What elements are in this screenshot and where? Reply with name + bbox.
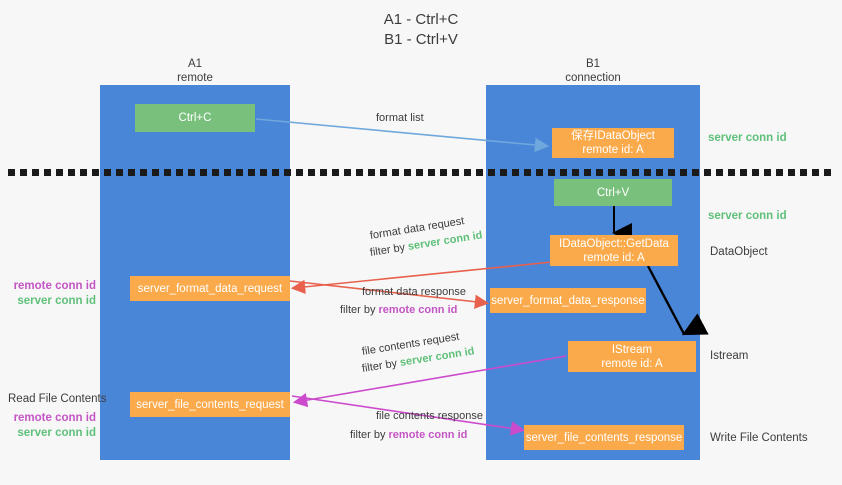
diagram-title: A1 - Ctrl+C B1 - Ctrl+V bbox=[0, 10, 842, 50]
box-getdata-subtitle: remote id: A bbox=[583, 251, 645, 264]
note-data-object: DataObject bbox=[710, 246, 768, 258]
label-group-format-data-response: format data response filter by remote co… bbox=[340, 285, 466, 317]
box-server-format-data-response[interactable]: server_format_data_response bbox=[490, 288, 646, 313]
title-line-2: B1 - Ctrl+V bbox=[384, 31, 458, 48]
label-file-contents-response: file contents response bbox=[376, 410, 484, 422]
filter-prefix: filter by bbox=[361, 357, 401, 375]
filter-prefix: filter by bbox=[369, 241, 409, 259]
label-group-format-data-request: format data request filter by server con… bbox=[369, 215, 484, 260]
box-getdata-title: IDataObject::GetData bbox=[559, 237, 669, 250]
note-server-conn-id-top: server conn id bbox=[708, 132, 787, 144]
note-server-conn-id-middle: server conn id bbox=[708, 210, 787, 222]
filter-key-remote-conn-id: remote conn id bbox=[388, 429, 468, 441]
note-remote-conn-id-top: remote conn id bbox=[13, 280, 96, 292]
box-istream-title: IStream bbox=[611, 343, 653, 356]
box-server-file-contents-response[interactable]: server_file_contents_response bbox=[524, 425, 684, 450]
box-ctrl-v-label: Ctrl+V bbox=[596, 186, 630, 199]
note-istream: Istream bbox=[710, 350, 749, 362]
box-server-format-data-request-label: server_format_data_request bbox=[137, 282, 283, 295]
lane-header-a1: A1 remote bbox=[100, 57, 290, 85]
note-write-file-contents: Write File Contents bbox=[710, 432, 808, 444]
lane-header-b1: B1 connection bbox=[486, 57, 700, 85]
box-idataobject-title: 保存IDataObject bbox=[571, 130, 655, 142]
filter-prefix: filter by bbox=[350, 429, 389, 441]
box-idataobject-subtitle: remote id: A bbox=[582, 144, 644, 156]
label-format-list: format list bbox=[376, 112, 424, 124]
box-ctrl-c[interactable]: Ctrl+C bbox=[135, 104, 255, 132]
label-format-data-response-filter: filter by remote conn id bbox=[340, 303, 466, 317]
filter-prefix: filter by bbox=[340, 304, 379, 316]
note-read-file-contents: Read File Contents bbox=[8, 393, 107, 405]
lane-b1-name: B1 bbox=[585, 58, 601, 70]
label-group-file-contents-response: file contents response filter by remote … bbox=[350, 409, 484, 442]
filter-key-remote-conn-id: remote conn id bbox=[378, 304, 458, 316]
label-file-contents-response-filter: filter by remote conn id bbox=[350, 428, 483, 442]
note-server-conn-id-left-top: server conn id bbox=[17, 295, 96, 307]
phase-divider bbox=[8, 169, 836, 176]
note-group-conn-ids-bottom: remote conn id server conn id bbox=[10, 411, 96, 441]
box-server-format-data-request[interactable]: server_format_data_request bbox=[130, 276, 290, 301]
box-server-file-contents-request[interactable]: server_file_contents_request bbox=[130, 392, 290, 417]
box-ctrl-c-label: Ctrl+C bbox=[178, 112, 212, 124]
label-group-file-contents-request: file contents request filter by server c… bbox=[361, 331, 476, 376]
lane-a1-subtitle: remote bbox=[177, 72, 213, 84]
box-istream[interactable]: IStream remote id: A bbox=[568, 341, 696, 372]
box-server-format-data-response-label: server_format_data_response bbox=[491, 294, 645, 307]
box-idataobject-getdata[interactable]: IDataObject::GetData remote id: A bbox=[550, 235, 678, 266]
note-group-conn-ids-top: remote conn id server conn id bbox=[10, 279, 96, 309]
title-line-1: A1 - Ctrl+C bbox=[383, 11, 459, 28]
box-server-file-contents-request-label: server_file_contents_request bbox=[136, 398, 284, 411]
box-istream-subtitle: remote id: A bbox=[601, 357, 663, 370]
box-server-file-contents-response-label: server_file_contents_response bbox=[525, 431, 683, 444]
lane-b1-subtitle: connection bbox=[565, 72, 621, 84]
box-idataobject[interactable]: 保存IDataObject remote id: A bbox=[552, 128, 674, 158]
box-ctrl-v[interactable]: Ctrl+V bbox=[554, 179, 672, 206]
lane-a1-name: A1 bbox=[187, 58, 203, 70]
label-format-data-response: format data response bbox=[362, 286, 466, 298]
note-server-conn-id-left-bottom: server conn id bbox=[17, 427, 96, 439]
note-remote-conn-id-bottom: remote conn id bbox=[13, 412, 96, 424]
